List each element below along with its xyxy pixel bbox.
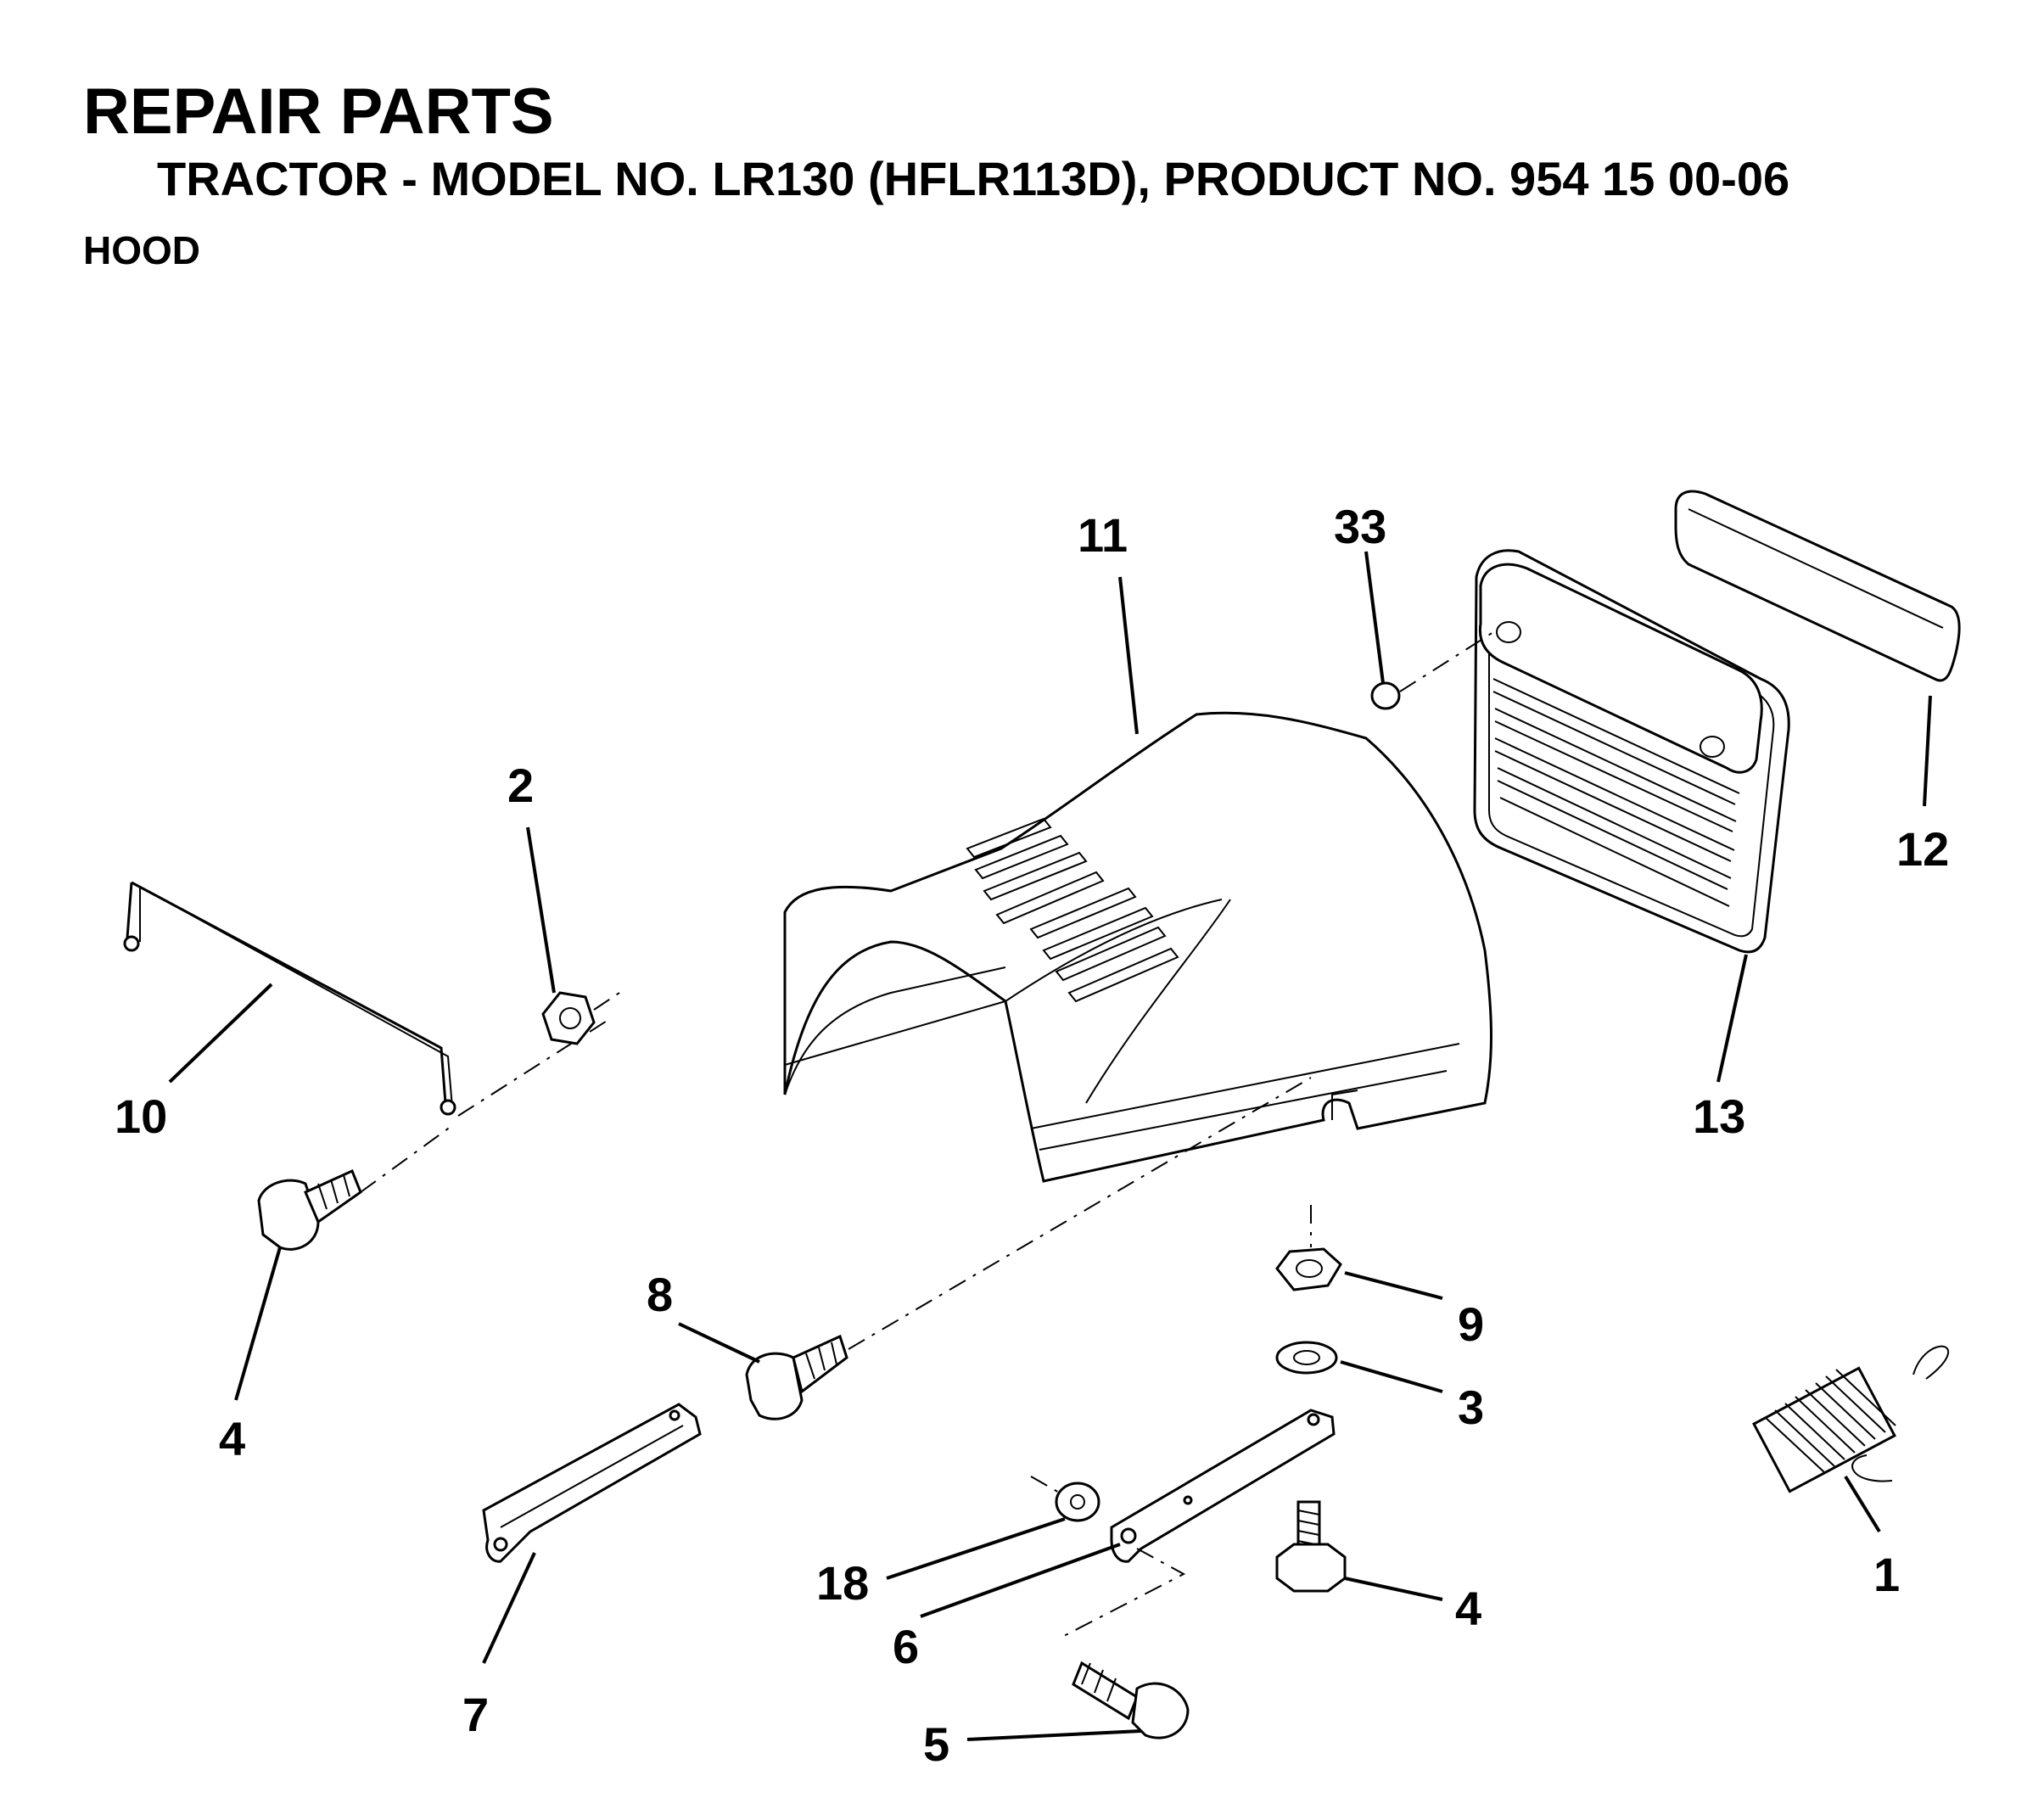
callout-4-left: 4 — [219, 1412, 245, 1465]
section-label: HOOD — [83, 228, 200, 272]
bracket-right-part — [1060, 1409, 1336, 1639]
callout-5: 5 — [923, 1717, 949, 1771]
page-subtitle: TRACTOR - MODEL NO. LR130 (HFLR113D), PR… — [157, 152, 1790, 205]
bolt-right-part — [1275, 1500, 1347, 1593]
bracket-left-part — [482, 1403, 702, 1563]
callout-33: 33 — [1334, 500, 1386, 553]
callout-labels: 11 33 12 13 2 10 4 8 9 3 1 7 18 6 4 5 — [115, 500, 1949, 1771]
grille-insert-part — [1674, 490, 1961, 682]
hood-vents — [966, 817, 1179, 1003]
callout-6: 6 — [893, 1620, 919, 1673]
hood-part — [783, 711, 1492, 1183]
bolt-left-part — [257, 1168, 362, 1251]
washer-right-part — [1275, 1341, 1338, 1375]
callout-10: 10 — [115, 1090, 167, 1143]
washer-small-part — [1030, 1476, 1100, 1522]
leader-lines — [168, 551, 1932, 1741]
callout-1: 1 — [1873, 1548, 1900, 1601]
callout-3: 3 — [1458, 1381, 1484, 1434]
callout-8: 8 — [647, 1268, 673, 1321]
plug-part — [1370, 631, 1494, 710]
callout-2: 2 — [507, 759, 534, 812]
callout-9: 9 — [1458, 1297, 1484, 1351]
page-title: REPAIR PARTS — [83, 76, 554, 148]
callout-18: 18 — [816, 1556, 869, 1610]
callout-11: 11 — [1078, 508, 1128, 562]
callout-4-right: 4 — [1455, 1582, 1481, 1635]
callout-12: 12 — [1896, 822, 1949, 876]
grille-part — [1473, 549, 1790, 954]
bolt-bottom-part — [1072, 1661, 1190, 1739]
spring-part — [1752, 1345, 1949, 1493]
nut-upper-part — [541, 991, 620, 1045]
callout-7: 7 — [462, 1688, 489, 1741]
rod-part — [123, 881, 612, 1193]
nut-right-part — [1275, 1205, 1342, 1291]
callout-13: 13 — [1693, 1090, 1745, 1143]
bolt-center-part — [745, 1077, 1312, 1420]
